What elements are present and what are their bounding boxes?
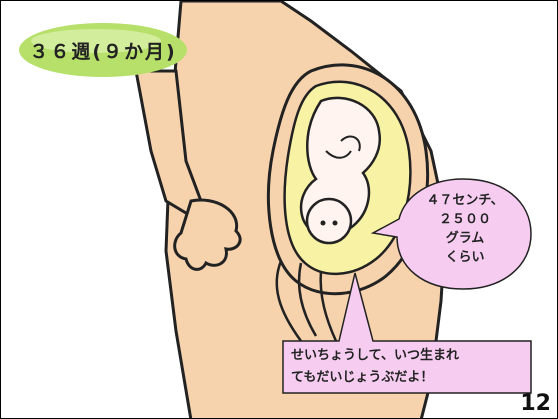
speech-bubble — [282, 272, 532, 394]
birth-canal — [297, 262, 338, 342]
page-number: 12 — [520, 391, 551, 416]
size-info-line: くらい — [445, 250, 485, 265]
speech-line: せいちょうして、いつ生まれ — [291, 348, 459, 363]
size-info-text: ４７センチ、 ２５００ グラム くらい — [409, 191, 521, 267]
hand — [173, 198, 242, 271]
speech-line: てもだいじょうぶだよ！ — [291, 370, 434, 385]
speech-text: せいちょうして、いつ生まれ てもだいじょうぶだよ！ — [291, 345, 531, 389]
size-info-line: ２５００ — [438, 212, 491, 227]
baby-head — [305, 197, 353, 245]
size-info-line: ４７センチ、 — [426, 193, 504, 208]
size-info-line: グラム — [445, 231, 485, 246]
size-bubble — [370, 178, 532, 290]
week-label: ３６週(９か月) — [29, 40, 177, 63]
